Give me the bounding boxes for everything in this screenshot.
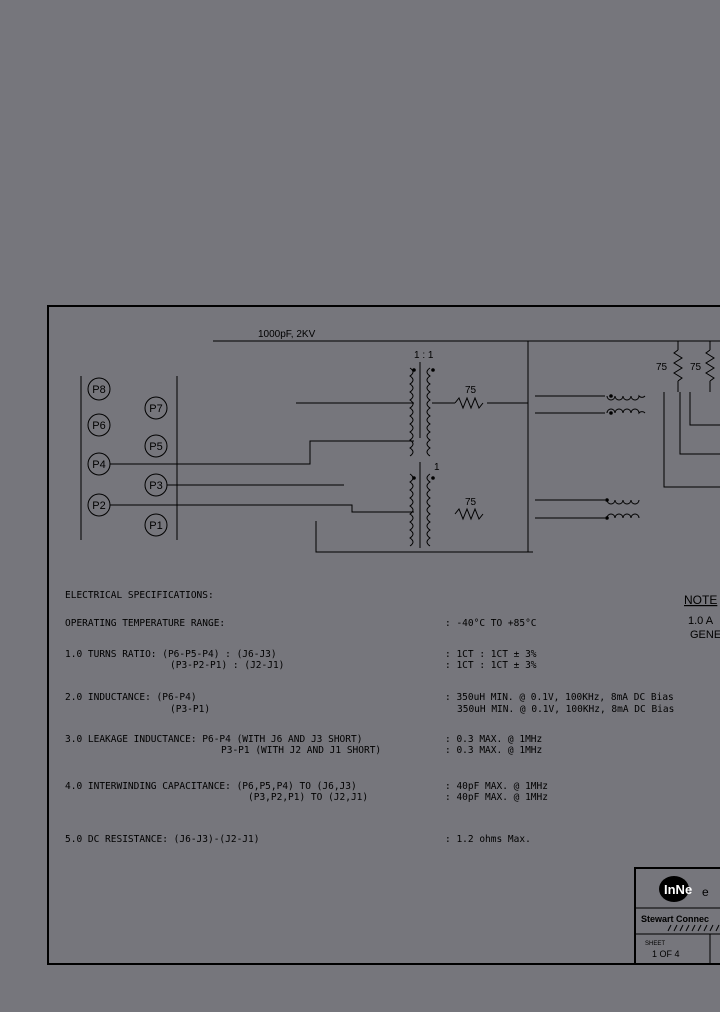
spec-value-2: : 1CT : 1CT ± 3% [445, 660, 537, 671]
notes-title: NOTE [684, 593, 717, 607]
sheet-label: SHEET [645, 941, 665, 947]
spec-value: : 1CT : 1CT ± 3% [445, 649, 537, 660]
pin-p3: P3 [144, 473, 168, 497]
drawing-frame [47, 305, 720, 965]
spec-label: 1.0 TURNS RATIO: (P6-P5-P4) : (J6-J3) [65, 649, 277, 660]
svg-text:P1: P1 [149, 520, 162, 532]
svg-text:P5: P5 [149, 441, 162, 453]
termination-resistors: 75 75 [656, 341, 720, 488]
spec-label: 4.0 INTERWINDING CAPACITANCE: (P6,P5,P4)… [65, 781, 357, 792]
spec-label-2: (P3,P2,P1) TO (J2,J1) [248, 792, 368, 803]
sheet-value: 1 OF 4 [652, 949, 680, 959]
spec-label-2: (P3-P2-P1) : (J2-J1) [170, 660, 284, 671]
resistor-top-winding-label: 75 [465, 385, 477, 396]
spec-value: : 350uH MIN. @ 0.1V, 100KHz, 8mA DC Bias [445, 692, 674, 703]
spec-value-2: 350uH MIN. @ 0.1V, 100KHz, 8mA DC Bias [457, 704, 674, 715]
transformer-top: 1 : 1 75 [409, 350, 528, 457]
company-name: Stewart Connec [641, 914, 709, 924]
spec-label-2: (P3-P1) [170, 704, 210, 715]
svg-text:1: 1 [434, 462, 440, 473]
resistor-bottom-winding-label: 75 [465, 497, 477, 508]
pin-p2: P2 [87, 493, 111, 517]
svg-text:1 : 1: 1 : 1 [414, 350, 434, 361]
svg-text:P2: P2 [92, 500, 105, 512]
notes-line-2: GENE [690, 629, 720, 641]
specs-heading: ELECTRICAL SPECIFICATIONS: [65, 590, 214, 601]
spec-value: : 40pF MAX. @ 1MHz [445, 781, 548, 792]
svg-text:P7: P7 [149, 403, 162, 415]
cap-label: 1000pF, 2KV [258, 329, 316, 340]
pin-p6: P6 [87, 413, 111, 437]
spec-value: : 1.2 ohms Max. [445, 834, 531, 845]
transformer-bottom: 1 75 [409, 462, 484, 548]
svg-text:P6: P6 [92, 420, 105, 432]
spec-value-2: : 0.3 MAX. @ 1MHz [445, 745, 542, 756]
title-block: InNe e Stewart Connec SHEET 1 OF 4 [634, 867, 720, 965]
svg-text:75: 75 [690, 362, 702, 373]
spec-label-2: P3-P1 (WITH J2 AND J1 SHORT) [221, 745, 381, 756]
company-logo: InNe e [659, 876, 709, 902]
notes-line-1: 1.0 A [688, 615, 714, 627]
output-chokes [535, 394, 646, 520]
svg-text:P3: P3 [149, 480, 162, 492]
svg-text:P4: P4 [92, 459, 105, 471]
spec-label: OPERATING TEMPERATURE RANGE: [65, 618, 225, 629]
hatch-stripe [667, 924, 720, 932]
pin-p8: P8 [87, 377, 111, 401]
spec-label: 2.0 INDUCTANCE: (P6-P4) [65, 692, 197, 703]
spec-label: 5.0 DC RESISTANCE: (J6-J3)-(J2-J1) [65, 834, 259, 845]
svg-text:P8: P8 [92, 384, 105, 396]
spec-value: : -40°C TO +85°C [445, 618, 537, 629]
spec-label: 3.0 LEAKAGE INDUCTANCE: P6-P4 (WITH J6 A… [65, 734, 362, 745]
spec-value-2: : 40pF MAX. @ 1MHz [445, 792, 548, 803]
pin-p4: P4 [87, 452, 111, 476]
notes-block: NOTE 1.0 A GENE [684, 593, 720, 641]
pin-wires [110, 402, 533, 553]
svg-text:75: 75 [656, 362, 668, 373]
electrical-specifications: ELECTRICAL SPECIFICATIONS: OPERATING TEM… [65, 590, 674, 845]
pin-p7: P7 [144, 396, 168, 420]
spec-value: : 0.3 MAX. @ 1MHz [445, 734, 542, 745]
pin-p1: P1 [144, 513, 168, 537]
pin-p5: P5 [144, 434, 168, 458]
svg-text:e: e [702, 885, 709, 899]
svg-text:InNe: InNe [664, 882, 692, 897]
